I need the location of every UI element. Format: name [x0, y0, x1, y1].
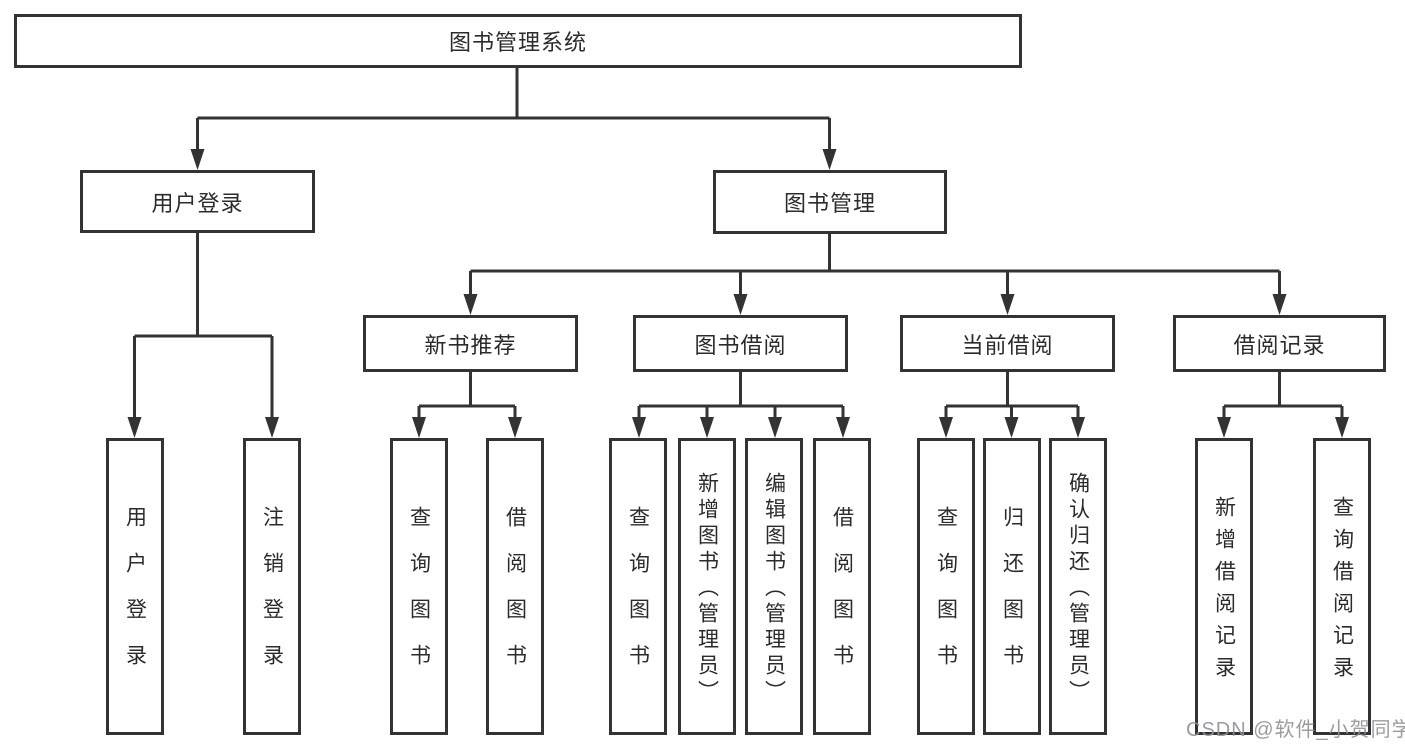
leaf-return-books-label: 归还图书 [1000, 505, 1024, 690]
leaf-borrow-books-1-label: 借阅图书 [503, 505, 527, 690]
leaf-query-books-1-label: 查询图书 [407, 505, 431, 690]
leaf-borrow-books-2-label: 借阅图书 [830, 505, 854, 690]
leaf-confirm-return-admin: 确认归还（管理员） [1049, 438, 1107, 735]
leaf-add-borrow-record-label: 新增借阅记录 [1212, 495, 1236, 688]
leaf-return-books: 归还图书 [983, 438, 1041, 735]
node-root-label: 图书管理系统 [448, 30, 587, 55]
csdn-watermark: CSDN @软件_小贺同学 [1186, 719, 1405, 741]
leaf-add-books-admin-label: 新增图书（管理员） [695, 471, 719, 706]
leaf-logout: 注销登录 [243, 438, 301, 735]
leaf-borrow-books-1: 借阅图书 [486, 438, 544, 735]
node-borrow-records: 借阅记录 [1173, 315, 1386, 372]
leaf-query-books-2: 查询图书 [609, 438, 667, 735]
node-book-borrow-label: 图书借阅 [694, 332, 787, 358]
leaf-query-books-3-label: 查询图书 [934, 505, 958, 690]
leaf-query-books-2-label: 查询图书 [626, 505, 650, 690]
node-user-login-label: 用户登录 [151, 190, 244, 216]
leaf-query-books-3: 查询图书 [917, 438, 975, 735]
node-new-book-recommend: 新书推荐 [363, 315, 578, 372]
node-current-borrow: 当前借阅 [900, 315, 1115, 372]
leaf-edit-books-admin-label: 编辑图书（管理员） [762, 471, 786, 706]
node-user-login: 用户登录 [80, 170, 315, 233]
node-new-book-recommend-label: 新书推荐 [424, 332, 517, 358]
leaf-user-login: 用户登录 [106, 438, 164, 735]
leaf-user-login-label: 用户登录 [123, 505, 147, 690]
node-book-management: 图书管理 [713, 170, 947, 234]
leaf-query-borrow-record-label: 查询借阅记录 [1330, 495, 1354, 688]
leaf-borrow-books-2: 借阅图书 [813, 438, 871, 735]
arrowheads [127, 149, 1349, 438]
leaf-query-books-1: 查询图书 [390, 438, 448, 735]
node-book-borrow: 图书借阅 [633, 315, 848, 372]
leaf-logout-label: 注销登录 [260, 505, 284, 690]
node-current-borrow-label: 当前借阅 [961, 332, 1054, 358]
leaf-add-books-admin: 新增图书（管理员） [678, 438, 736, 735]
node-book-management-label: 图书管理 [783, 191, 876, 216]
leaf-add-borrow-record: 新增借阅记录 [1195, 438, 1253, 735]
node-root-system: 图书管理系统 [14, 14, 1022, 68]
leaf-query-borrow-record: 查询借阅记录 [1313, 438, 1371, 735]
leaf-edit-books-admin: 编辑图书（管理员） [745, 438, 803, 735]
node-borrow-records-label: 借阅记录 [1233, 332, 1326, 358]
leaf-confirm-return-admin-label: 确认归还（管理员） [1066, 471, 1090, 706]
